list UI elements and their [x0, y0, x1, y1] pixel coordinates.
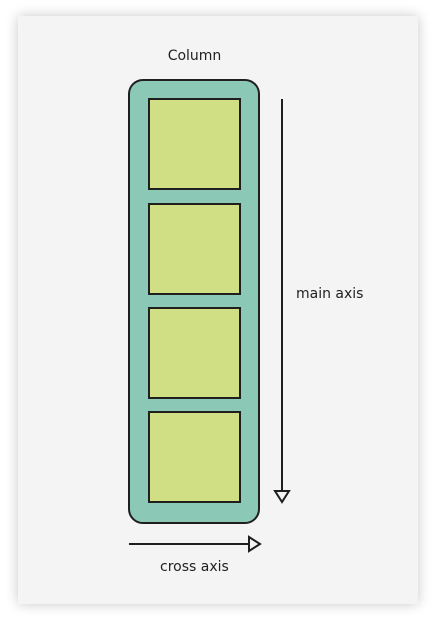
- column-child-4: [148, 411, 241, 503]
- column-child-1: [148, 98, 241, 190]
- column-child-3: [148, 307, 241, 399]
- cross-axis-label: cross axis: [160, 559, 229, 575]
- column-title: Column: [167, 48, 222, 64]
- main-axis-arrow: [273, 99, 291, 504]
- cross-axis-arrow: [129, 535, 262, 553]
- main-axis-label: main axis: [296, 286, 364, 302]
- column-child-2: [148, 203, 241, 295]
